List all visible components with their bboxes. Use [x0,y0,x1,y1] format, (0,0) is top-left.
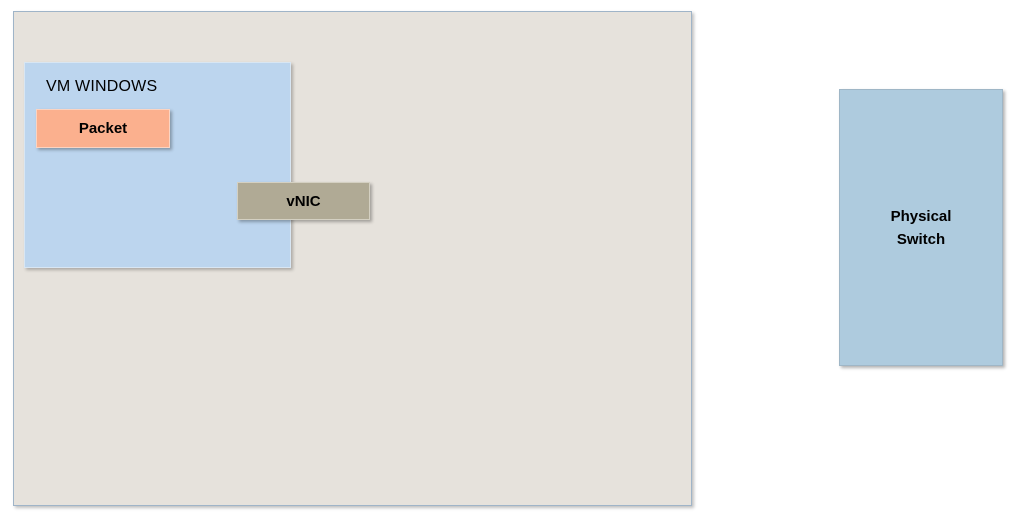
vm-windows-label: VM WINDOWS [46,78,158,95]
packet-box: Packet [36,109,170,148]
physical-switch-label: Physical Switch [890,207,952,248]
vnic-box: vNIC [237,182,370,220]
physical-switch-box: Physical Switch [839,89,1003,366]
packet-label: Packet [78,120,128,137]
vnic-label: vNIC [286,192,321,210]
vm-windows-box [24,62,291,268]
